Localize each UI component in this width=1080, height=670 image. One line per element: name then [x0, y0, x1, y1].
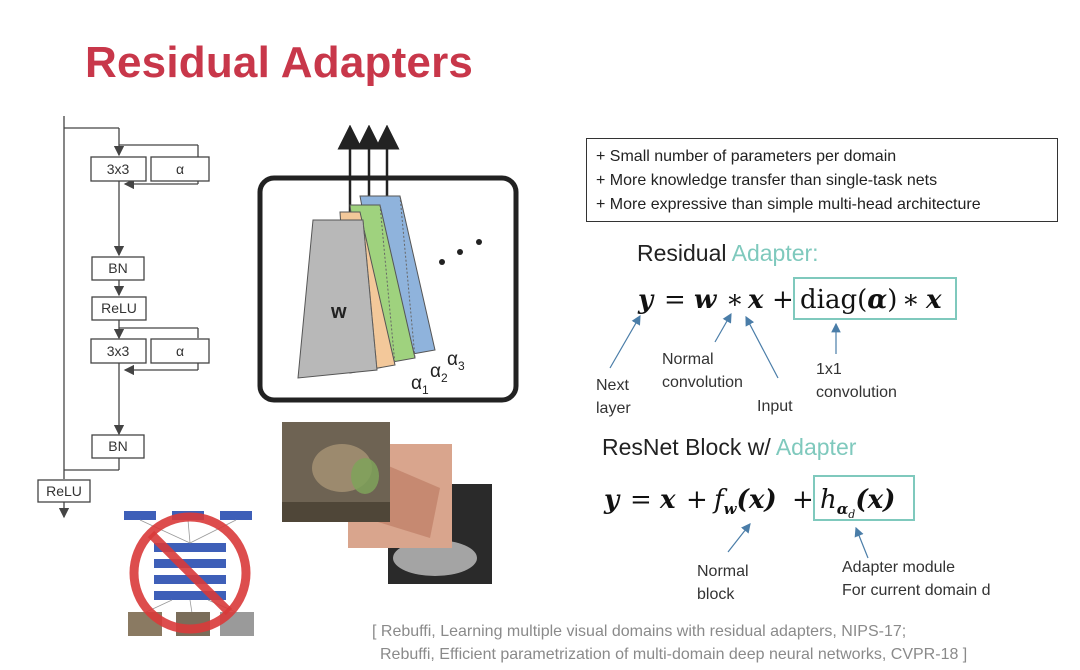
citation: [ Rebuffi, Learning multiple visual doma… [372, 623, 968, 663]
relu-box [91, 296, 147, 321]
svg-text:y: y [603, 485, 621, 515]
bn-label: BN [108, 260, 127, 276]
alpha-box [150, 338, 210, 364]
domain-photos [282, 422, 492, 584]
bn-box [91, 434, 145, 459]
alpha-label: α [176, 161, 184, 177]
conv3x3-label: 3x3 [107, 161, 130, 177]
svg-text:=: = [630, 485, 652, 515]
svg-text:=: = [664, 285, 686, 315]
prohibition-icon [129, 512, 251, 634]
svg-text:y: y [637, 285, 655, 315]
adapter-highlight-box [813, 475, 915, 521]
conv3x3-box [90, 338, 147, 364]
relu-label: ReLU [101, 300, 137, 316]
resnet-block-heading: ResNet Block w/ Adapter [602, 434, 857, 460]
residual-adapter-heading: Residual Adapter: [637, 240, 819, 266]
conv3x3-label: 3x3 [107, 343, 130, 359]
benefits-box: + Small number of parameters per domain … [586, 138, 1058, 222]
filter-layers [297, 195, 436, 379]
benefit-item: + More knowledge transfer than single-ta… [596, 172, 938, 189]
svg-text:w: w [694, 285, 718, 315]
residual-adapter-equation: y = w ∗ x + diag(α) ∗ x [609, 277, 957, 379]
svg-text:∗: ∗ [726, 285, 744, 315]
w-label: w [330, 301, 347, 323]
alpha-label: α [176, 343, 184, 359]
svg-text:x: x [747, 285, 764, 315]
svg-text:+: + [772, 285, 794, 315]
bn-label: BN [108, 438, 127, 454]
benefit-item: + More expressive than simple multi-head… [596, 196, 981, 213]
svg-text:hαd(x): hαd(x) [820, 485, 895, 521]
resnet-block-equation: y = x + fw(x) + hαd(x) [603, 475, 915, 559]
ellipsis-dots [439, 239, 482, 265]
svg-text:x: x [925, 285, 942, 315]
svg-text:+: + [792, 485, 814, 515]
alpha1-label: α1 [411, 373, 429, 397]
bn-box [91, 256, 145, 281]
alpha3-label: α3 [447, 349, 465, 373]
alpha-box [150, 156, 210, 182]
svg-text:diag(α): diag(α) [800, 285, 897, 315]
svg-text:x: x [659, 485, 676, 515]
adapter-highlight-box [793, 277, 957, 320]
alpha2-label: α2 [430, 361, 448, 385]
relu-out-box [37, 479, 91, 503]
svg-text:+: + [686, 485, 708, 515]
input-label: Input [757, 398, 793, 415]
residual-block-diagram: 3x3 α BN ReLU 3x3 α BN ReLU [37, 116, 210, 519]
benefit-item: + Small number of parameters per domain [596, 148, 897, 165]
conv3x3-box [90, 156, 147, 182]
relu-out-label: ReLU [46, 483, 82, 499]
filter-stack-diagram: w α1 α2 α3 [257, 125, 519, 403]
svg-text:fw(x): fw(x) [712, 485, 777, 518]
multi-head-network-diagram [124, 511, 254, 636]
page-title: Residual Adapters [85, 38, 474, 87]
svg-text:∗: ∗ [902, 285, 920, 315]
